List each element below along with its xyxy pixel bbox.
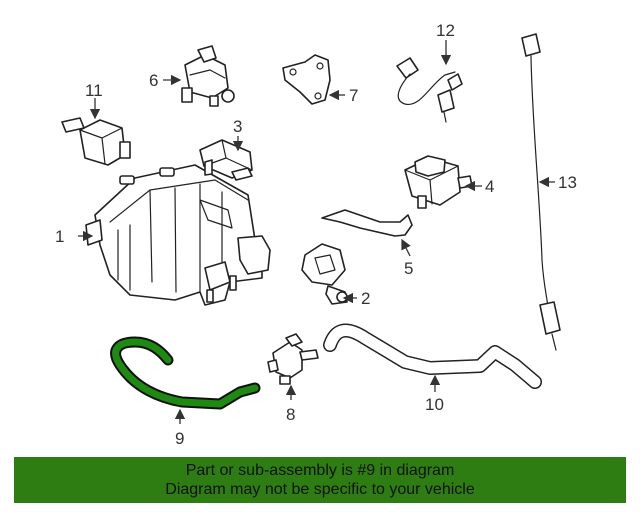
part-10-hose[interactable] — [323, 323, 542, 389]
callout-6: 6 — [149, 71, 158, 90]
banner-line-2: Diagram may not be specific to your vehi… — [165, 481, 475, 498]
callout-7: 7 — [349, 86, 358, 105]
part-8-valve[interactable] — [267, 333, 319, 385]
part-4-purge-valve[interactable] — [404, 155, 473, 209]
parts-diagram: 1 2 3 4 5 6 7 8 9 10 11 12 13 — [55, 21, 577, 448]
callout-1: 1 — [55, 227, 64, 246]
part-5-bracket[interactable] — [321, 209, 413, 237]
callout-8: 8 — [286, 405, 295, 424]
part-13-oxygen-sensor[interactable] — [521, 33, 561, 351]
banner-line-1: Part or sub-assembly is #9 in diagram — [185, 462, 455, 479]
part-2-valve[interactable] — [301, 243, 348, 305]
part-7-bracket[interactable] — [282, 54, 331, 105]
callout-10: 10 — [425, 395, 444, 414]
part-11-sensor[interactable] — [61, 117, 131, 166]
callout-2: 2 — [361, 289, 370, 308]
info-banner: Part or sub-assembly is #9 in diagram Di… — [14, 457, 626, 503]
callout-3: 3 — [233, 117, 242, 136]
callout-5: 5 — [404, 259, 413, 278]
part-1-canister[interactable] — [85, 164, 271, 306]
part-9-hose-highlighted[interactable] — [110, 336, 261, 410]
callout-9: 9 — [175, 429, 184, 448]
callout-4: 4 — [485, 177, 494, 196]
callout-13: 13 — [558, 173, 577, 192]
callout-11: 11 — [85, 81, 103, 100]
part-12-oxygen-sensor[interactable] — [396, 57, 463, 123]
callout-12: 12 — [436, 21, 455, 40]
part-6-solenoid[interactable] — [181, 45, 235, 107]
part-3-sensor[interactable] — [199, 139, 253, 181]
